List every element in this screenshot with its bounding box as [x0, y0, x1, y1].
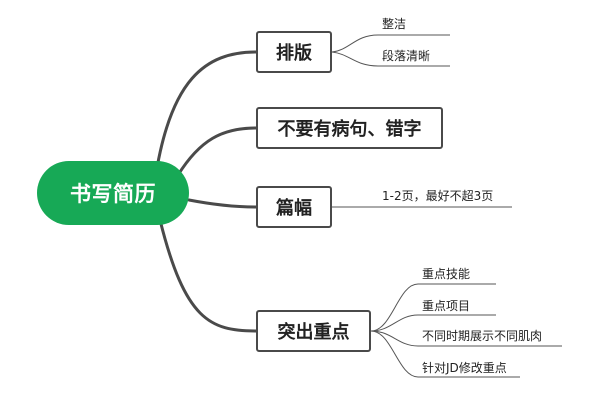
leaf-node-key-projects[interactable]: 重点项目: [422, 299, 471, 313]
root-node[interactable]: 书写简历: [37, 161, 189, 225]
connector-root-to-no-errors: [176, 126, 258, 177]
leaf-node-different-periods[interactable]: 不同时期展示不同肌肉: [422, 329, 543, 343]
connector-layout-to-tidy: [331, 34, 450, 53]
connector-highlights-to-muscles: [370, 330, 562, 347]
branch-node-no-errors[interactable]: 不要有病句、错字: [256, 107, 443, 149]
branch-node-layout[interactable]: 排版: [256, 31, 332, 73]
connector-layout-to-paragraphs: [331, 51, 450, 67]
connector-root-to-length: [187, 198, 258, 209]
connector-root-to-layout: [153, 50, 258, 182]
connector-highlights-to-jd: [370, 330, 520, 378]
branch-node-length[interactable]: 篇幅: [256, 186, 332, 228]
connector-highlights-to-skills: [370, 283, 496, 332]
connector-highlights-to-projects: [370, 314, 496, 332]
leaf-node-clear-paragraphs[interactable]: 段落清晰: [382, 49, 431, 63]
leaf-node-tidy[interactable]: 整洁: [382, 17, 407, 31]
leaf-node-key-skills[interactable]: 重点技能: [422, 267, 471, 281]
connector-root-to-highlights: [158, 218, 258, 333]
leaf-node-jd-tailoring[interactable]: 针对JD修改重点: [422, 361, 507, 375]
leaf-node-page-count[interactable]: 1-2页，最好不超3页: [382, 189, 494, 203]
branch-node-highlights[interactable]: 突出重点: [256, 310, 371, 352]
